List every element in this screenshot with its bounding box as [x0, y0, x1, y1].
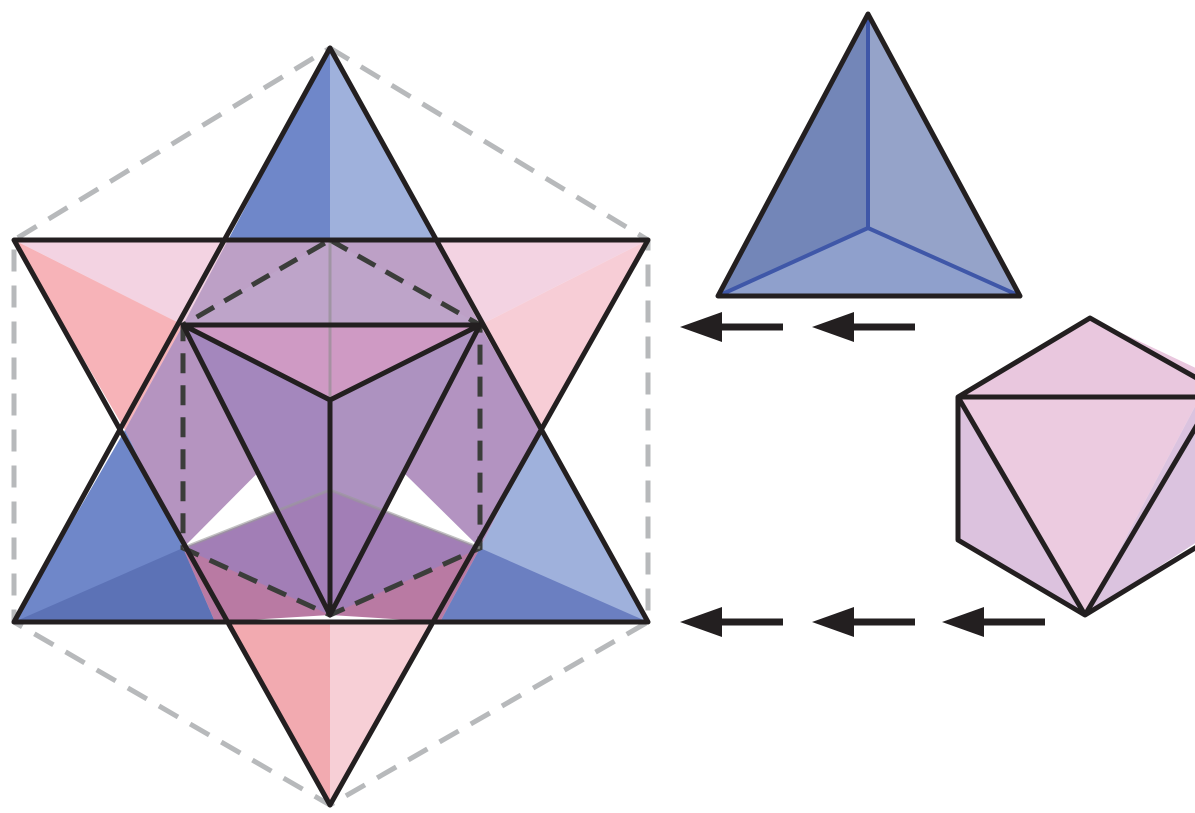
octahedron-outline: [955, 315, 1195, 618]
arrows-top-row: [680, 312, 915, 342]
arrow-left-icon: [942, 607, 1045, 637]
right-point: [480, 240, 648, 430]
inner-center-line-right: [328, 322, 482, 403]
left-point: [14, 240, 183, 430]
lower-left-blue-dark: [14, 548, 215, 622]
arrow-left-icon: [680, 607, 783, 637]
tetrahedron: [715, 11, 1023, 299]
octahedron-right-face: [1085, 406, 1195, 615]
arrow-left-icon: [812, 607, 915, 637]
downward-triangle-outline: [11, 237, 651, 808]
octahedron-edge-left: [955, 395, 1088, 617]
upward-triangle-outline: [11, 45, 651, 625]
stellated-octahedron: [11, 45, 651, 808]
octahedron-edge-right: [1082, 423, 1195, 617]
lower-right-blue-dark: [440, 548, 648, 622]
octahedron-top-face: [958, 318, 1195, 397]
arrow-left-icon: [680, 312, 783, 342]
inner-center-line-left: [181, 322, 332, 403]
inner-triangle-outline: [180, 322, 483, 618]
arrows-bottom-row: [680, 607, 1045, 637]
arrow-left-icon: [812, 312, 915, 342]
octahedron-front-face: [958, 397, 1195, 615]
tetrahedron-edge-left: [717, 226, 869, 298]
octahedron: [955, 315, 1195, 618]
tetrahedron-outline: [715, 11, 1023, 299]
tetrahedron-bottom-face: [718, 228, 1020, 296]
tetrahedron-edge-right: [867, 226, 1021, 298]
